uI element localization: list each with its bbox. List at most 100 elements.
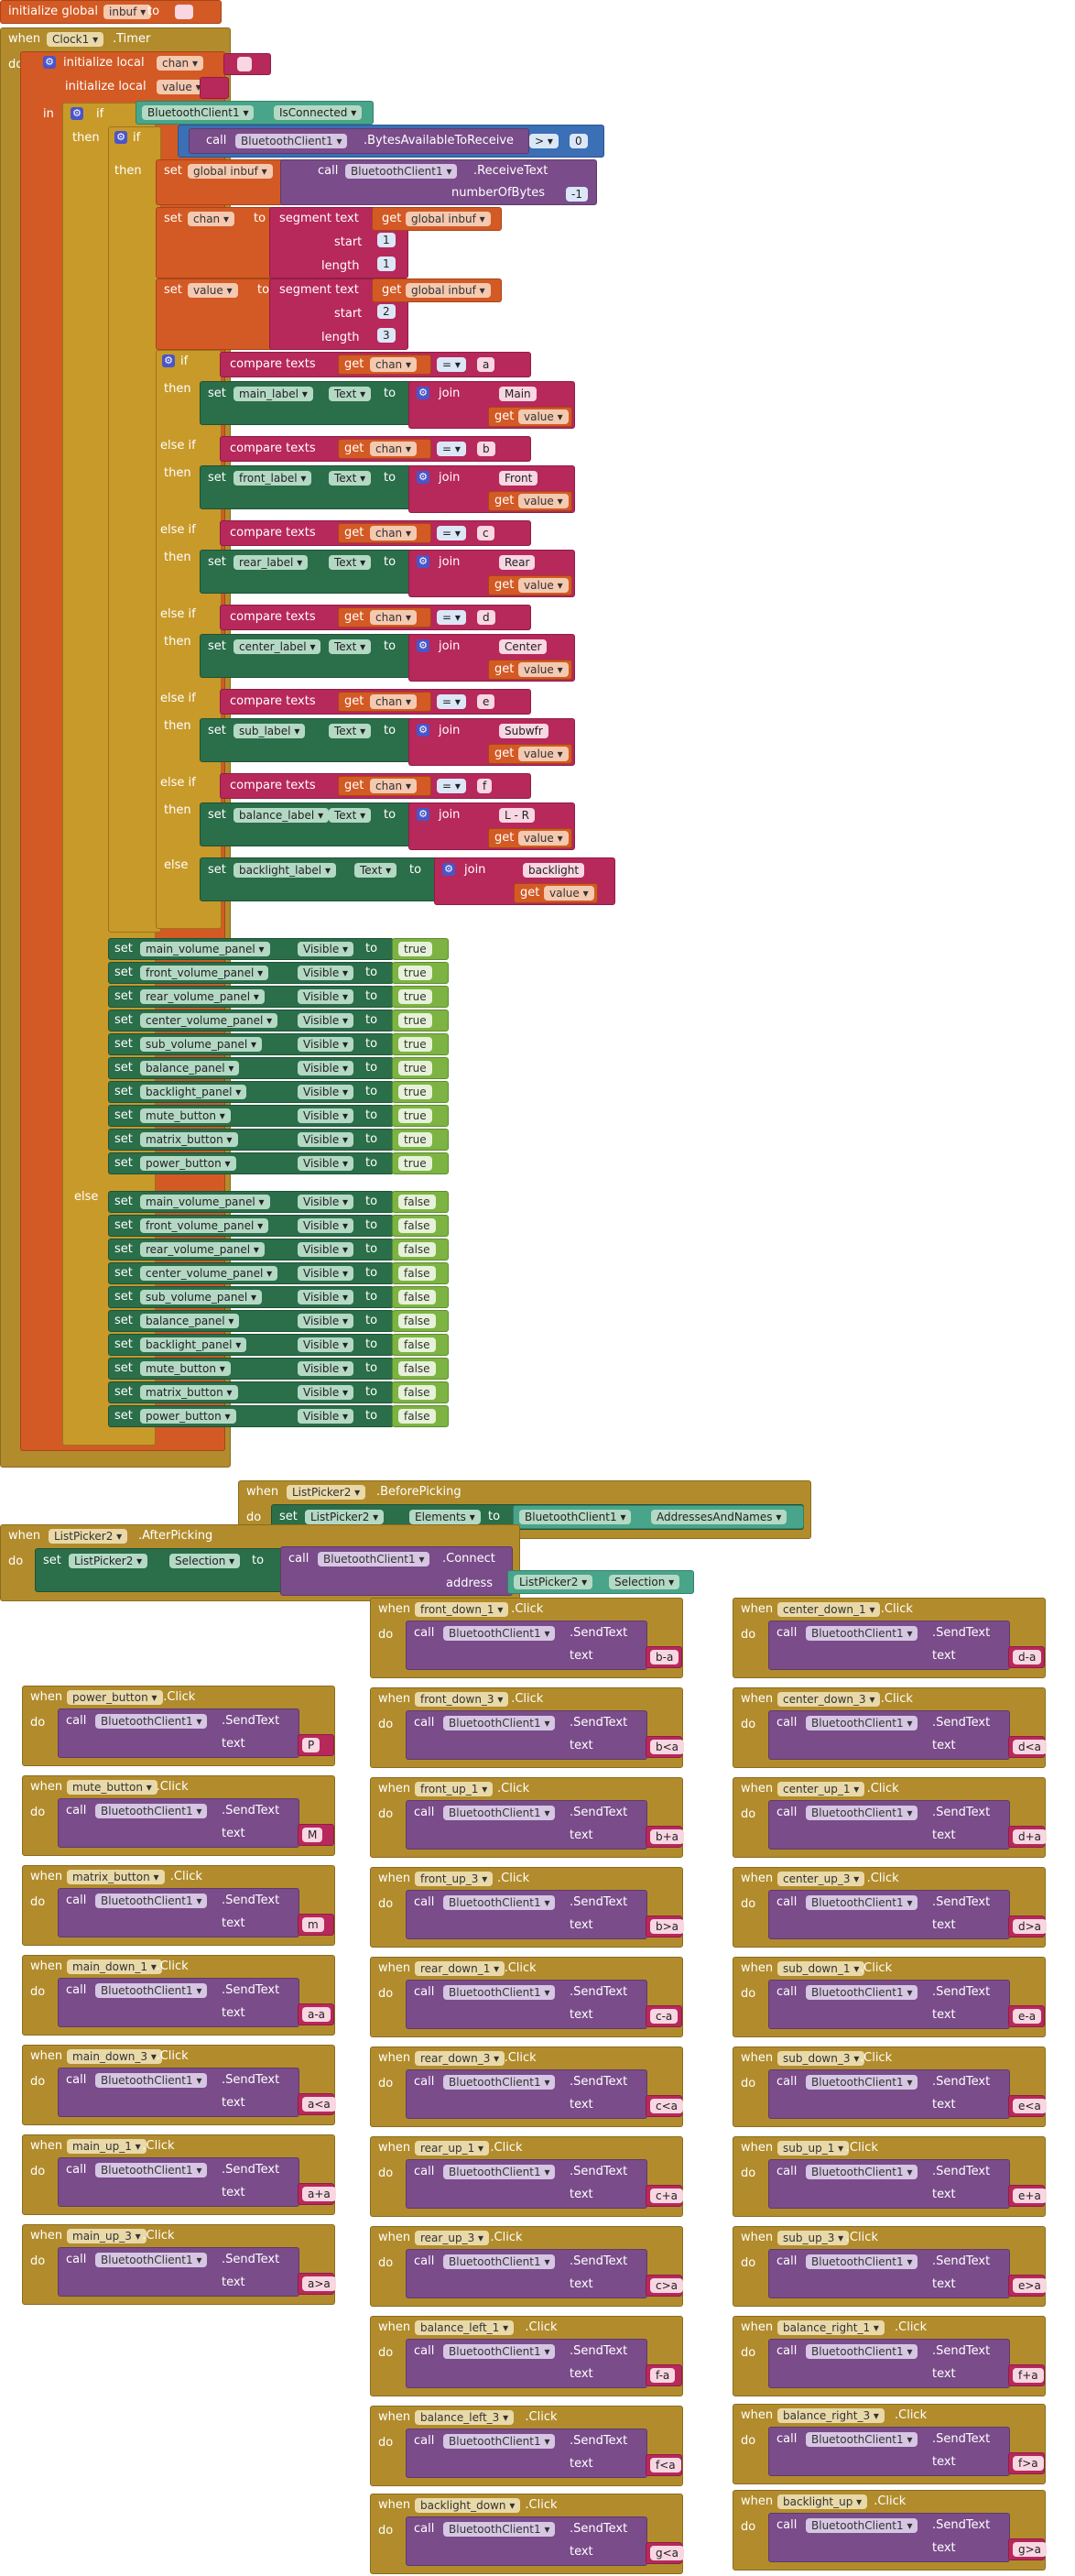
join-gear-icon-else[interactable]: ⚙: [442, 863, 455, 876]
initialize-global-block[interactable]: initialize global inbuf to: [0, 0, 222, 24]
send-text-literal-center_down_1[interactable]: d-a: [1013, 1650, 1042, 1665]
send-text-literal-block-power_button[interactable]: P: [298, 1734, 334, 1756]
bytes-available-call[interactable]: call BluetoothClient1 .BytesAvailableToR…: [189, 128, 529, 154]
is-connected-getter[interactable]: BluetoothClient1 IsConnected: [136, 101, 374, 125]
send-text-literal-front_up_1[interactable]: b+a: [650, 1829, 685, 1844]
click-event-center_down_3[interactable]: whencenter_down_3.ClickdocallBluetoothCl…: [733, 1687, 1048, 1768]
click-event-balance_right_3[interactable]: whenbalance_right_3.ClickdocallBluetooth…: [733, 2404, 1046, 2484]
code-literal-2[interactable]: c: [477, 526, 494, 540]
send-text-literal-backlight_up[interactable]: g>a: [1013, 2542, 1048, 2557]
send-text-literal-block-front_up_3[interactable]: b>a: [646, 1916, 685, 1937]
click-event-sub_down_3[interactable]: whensub_down_3.ClickdocallBluetoothClien…: [733, 2047, 1047, 2127]
get-value-var-0[interactable]: value: [518, 409, 569, 424]
click-event-main_up_3[interactable]: whenmain_up_3.ClickdocallBluetoothClient…: [22, 2224, 336, 2305]
click-event-balance_right_1[interactable]: whenbalance_right_1.ClickdocallBluetooth…: [733, 2316, 1046, 2396]
join-gear-icon-3[interactable]: ⚙: [417, 639, 429, 652]
vis-false-bool-0[interactable]: false: [392, 1191, 449, 1213]
click-component-front_down_1[interactable]: front_down_1: [415, 1602, 509, 1617]
vis-false-component-matrix_button[interactable]: matrix_button: [140, 1385, 238, 1400]
send-text-literal-block-main_down_3[interactable]: a<a: [298, 2093, 336, 2115]
value-init-text[interactable]: [200, 77, 229, 99]
listpicker-setter-1[interactable]: ListPicker2: [305, 1510, 385, 1524]
click-component-main_up_1[interactable]: main_up_1: [67, 2139, 147, 2154]
get-global-inbuf-var-1[interactable]: global inbuf: [406, 212, 491, 226]
send-bt-component-center_down_3[interactable]: BluetoothClient1: [806, 1716, 918, 1730]
join-gear-icon-5[interactable]: ⚙: [417, 808, 429, 821]
send-bt-component-rear_up_1[interactable]: BluetoothClient1: [443, 2165, 556, 2179]
join-gear-icon-4[interactable]: ⚙: [417, 724, 429, 737]
send-text-literal-balance_right_3[interactable]: f>a: [1013, 2456, 1044, 2471]
text-property-2[interactable]: Text: [329, 555, 372, 570]
click-event-front_down_3[interactable]: whenfront_down_3.ClickdocallBluetoothCli…: [370, 1687, 685, 1768]
vis-false-bool-8[interactable]: false: [392, 1381, 449, 1403]
vis-true-visible-property-1[interactable]: Visible: [298, 966, 354, 980]
click-event-backlight_down[interactable]: whenbacklight_down.ClickdocallBluetoothC…: [370, 2494, 685, 2574]
receive-text-call[interactable]: call BluetoothClient1 .ReceiveText numbe…: [280, 159, 597, 205]
zero-literal[interactable]: 0: [570, 134, 588, 148]
send-bt-component-main_up_3[interactable]: BluetoothClient1: [95, 2253, 208, 2267]
vis-true-bool-7[interactable]: true: [392, 1105, 449, 1127]
send-text-literal-block-rear_down_1[interactable]: c-a: [646, 2005, 682, 2027]
send-text-literal-main_down_1[interactable]: a-a: [302, 2007, 331, 2022]
send-text-literal-block-main_up_3[interactable]: a>a: [298, 2273, 336, 2295]
vis-false-bool-literal-8[interactable]: false: [398, 1385, 436, 1400]
click-event-matrix_button[interactable]: whenmatrix_button.ClickdocallBluetoothCl…: [22, 1865, 335, 1946]
click-event-sub_up_1[interactable]: whensub_up_1.ClickdocallBluetoothClient1…: [733, 2136, 1047, 2217]
vis-false-bool-literal-3[interactable]: false: [398, 1266, 436, 1281]
vis-false-bool-literal-6[interactable]: false: [398, 1337, 436, 1352]
send-text-literal-rear_down_1[interactable]: c-a: [650, 2009, 679, 2024]
send-text-literal-block-sub_up_1[interactable]: e+a: [1008, 2185, 1047, 2207]
vis-false-component-rear_volume_panel[interactable]: rear_volume_panel: [140, 1242, 265, 1257]
vis-true-bool-literal-9[interactable]: true: [398, 1156, 432, 1171]
label-component-5[interactable]: balance_label: [233, 808, 330, 823]
get-chan-var-3[interactable]: chan: [370, 610, 418, 625]
click-component-sub_down_1[interactable]: sub_down_1: [777, 1961, 865, 1976]
click-event-balance_left_1[interactable]: whenbalance_left_1.ClickdocallBluetoothC…: [370, 2316, 683, 2396]
code-literal-5[interactable]: f: [477, 779, 493, 793]
send-bt-component-mute_button[interactable]: BluetoothClient1: [95, 1804, 208, 1818]
click-component-matrix_button[interactable]: matrix_button: [67, 1870, 165, 1884]
vis-true-visible-property-9[interactable]: Visible: [298, 1156, 354, 1171]
send-text-literal-block-front_up_1[interactable]: b+a: [646, 1826, 685, 1848]
get-value-var-5[interactable]: value: [518, 831, 569, 846]
vis-false-bool-3[interactable]: false: [392, 1262, 449, 1284]
click-component-rear_up_1[interactable]: rear_up_1: [415, 2141, 490, 2156]
vis-true-visible-property-0[interactable]: Visible: [298, 942, 354, 956]
send-bt-component-sub_up_3[interactable]: BluetoothClient1: [806, 2254, 918, 2269]
send-text-literal-center_up_3[interactable]: d>a: [1013, 1919, 1048, 1934]
if-mutator-gear-icon[interactable]: ⚙: [71, 107, 83, 120]
send-bt-component-rear_down_3[interactable]: BluetoothClient1: [443, 2075, 556, 2090]
vis-false-bool-literal-5[interactable]: false: [398, 1314, 436, 1328]
vis-false-bool-literal-2[interactable]: false: [398, 1242, 436, 1257]
send-bt-component-rear_down_1[interactable]: BluetoothClient1: [443, 1985, 556, 2000]
vis-true-visible-property-2[interactable]: Visible: [298, 989, 354, 1004]
vis-true-bool-4[interactable]: true: [392, 1033, 449, 1055]
send-bt-component-center_down_1[interactable]: BluetoothClient1: [806, 1626, 918, 1641]
send-bt-component-center_up_1[interactable]: BluetoothClient1: [806, 1806, 918, 1820]
send-bt-component-rear_up_3[interactable]: BluetoothClient1: [443, 2254, 556, 2269]
click-component-rear_down_1[interactable]: rear_down_1: [415, 1961, 505, 1976]
listpicker-setter-2[interactable]: ListPicker2: [69, 1554, 148, 1568]
send-bt-component-front_up_3[interactable]: BluetoothClient1: [443, 1895, 556, 1910]
prefix-literal-1[interactable]: Front: [499, 471, 538, 486]
join-gear-icon-0[interactable]: ⚙: [417, 387, 429, 399]
click-event-center_up_1[interactable]: whencenter_up_1.ClickdocallBluetoothClie…: [733, 1777, 1048, 1858]
send-text-literal-block-main_down_1[interactable]: a-a: [298, 2003, 334, 2025]
